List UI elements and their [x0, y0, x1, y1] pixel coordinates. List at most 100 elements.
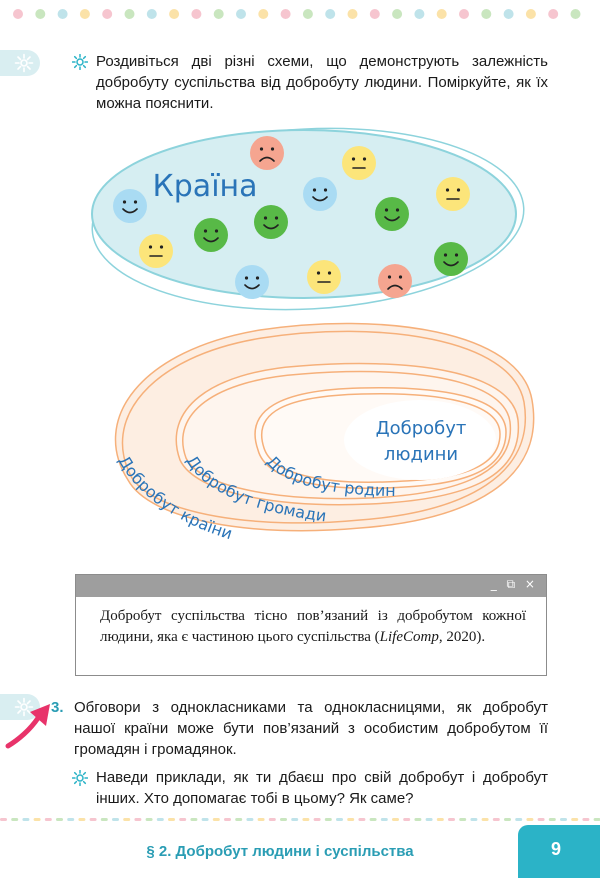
sun-bullet-icon	[72, 54, 88, 70]
footer-dash	[257, 818, 265, 821]
country-label: Країна	[152, 169, 257, 204]
quote-window: _ ⧉ × Добробут суспільства тісно пов’яза…	[75, 574, 547, 676]
footer-dash	[392, 818, 399, 821]
top-dot	[302, 9, 313, 19]
top-dot	[503, 9, 514, 19]
core-label-line2: людини	[384, 444, 458, 465]
face-happy-icon	[194, 218, 228, 252]
footer-dash	[156, 818, 164, 821]
footer-dash	[548, 818, 556, 821]
snowflake-icon	[14, 697, 34, 717]
footer-dash	[302, 818, 310, 821]
footer-dash	[291, 818, 299, 821]
face-sad-icon	[378, 264, 412, 298]
footer-dash	[22, 818, 30, 821]
footer-dash	[11, 818, 19, 821]
face-happy-icon	[303, 177, 337, 211]
top-dot	[525, 9, 536, 19]
footer-dash	[44, 818, 52, 821]
footer-dash	[0, 818, 7, 821]
top-dot	[124, 9, 135, 19]
top-dot	[459, 9, 469, 19]
footer-dash	[145, 818, 153, 821]
footer-dash	[448, 818, 455, 821]
footer-dash	[470, 818, 478, 821]
top-dot	[347, 9, 358, 19]
ring-family-inner	[260, 393, 501, 483]
top-dot	[102, 9, 113, 19]
snowflake-icon	[14, 53, 34, 73]
quote-text-after: , 2020).	[438, 629, 486, 645]
quote-titlebar: _ ⧉ ×	[76, 575, 546, 597]
top-dot	[570, 9, 581, 19]
footer-dash	[526, 818, 534, 821]
footer-dash	[347, 818, 355, 821]
pointer-arrow-icon	[5, 704, 50, 749]
footer-dash	[492, 818, 500, 821]
footer-dash	[112, 818, 119, 821]
side-tab-task	[0, 694, 40, 720]
face-sad-icon	[250, 136, 284, 170]
footer-dash	[515, 818, 523, 821]
window-controls: _ ⧉ ×	[490, 577, 538, 591]
face-happy-icon	[375, 197, 409, 231]
diagrams: Країна Добробут людини Добробут родини Д…	[0, 0, 535, 543]
faces-group	[113, 136, 470, 299]
top-dot	[213, 9, 224, 19]
task3-text: Обговори з однокласниками та однокласниц…	[74, 699, 548, 758]
footer-dash	[403, 818, 411, 821]
footer-dash	[268, 818, 276, 821]
footer-dash	[313, 818, 321, 821]
footer-dash	[414, 818, 422, 821]
top-dot	[548, 9, 559, 19]
footer-dash	[89, 818, 97, 821]
top-dot	[169, 9, 180, 19]
face-neutral-icon	[342, 146, 376, 180]
footer-dash	[459, 818, 467, 821]
ring-community-inner	[182, 370, 512, 500]
footer-dash	[425, 818, 433, 821]
top-dot	[146, 9, 157, 19]
top-dot	[57, 9, 68, 19]
sun-bullet-icon	[72, 770, 88, 786]
top-dots-decoration	[13, 9, 581, 19]
footer-dash	[212, 818, 220, 821]
ring-country-inner	[121, 330, 527, 524]
footer-dash	[593, 818, 600, 821]
footer-dash	[336, 818, 343, 821]
top-dot	[481, 9, 492, 19]
top-dot	[191, 9, 202, 19]
footer-dash	[56, 818, 63, 821]
top-dot	[369, 9, 380, 19]
footer-dashed-line	[0, 818, 600, 821]
top-dot	[280, 9, 291, 19]
footer-dash	[481, 818, 489, 821]
footer-dash	[179, 818, 187, 821]
footer-dash	[324, 818, 332, 821]
face-happy-icon	[434, 242, 468, 276]
footer-dash	[67, 818, 75, 821]
page-number: 9	[550, 839, 561, 859]
side-tab-discussion	[0, 50, 40, 76]
top-dot	[392, 9, 403, 19]
footer-dash	[78, 818, 86, 821]
footer-dash	[33, 818, 41, 821]
footer-dash	[134, 818, 142, 821]
face-neutral-icon	[139, 234, 173, 268]
face-happy-icon	[113, 189, 147, 223]
footer-dash	[369, 818, 377, 821]
core-ellipse	[344, 400, 496, 480]
footer-dash	[280, 818, 287, 821]
top-dot	[414, 9, 425, 19]
footer-dash	[201, 818, 209, 821]
footer-dash	[100, 818, 108, 821]
intro-text: Роздивіться дві різні схеми, що демонстр…	[96, 53, 548, 112]
page-number-box: 9	[518, 825, 600, 878]
footer-dash	[123, 818, 131, 821]
country-diagram: Країна	[91, 127, 525, 311]
footer-dash	[380, 818, 388, 821]
top-dot	[436, 9, 447, 19]
face-neutral-icon	[307, 260, 341, 294]
footer-section-title: § 2. Добробут людини і суспільства	[146, 843, 414, 860]
footer-dash	[235, 818, 243, 821]
